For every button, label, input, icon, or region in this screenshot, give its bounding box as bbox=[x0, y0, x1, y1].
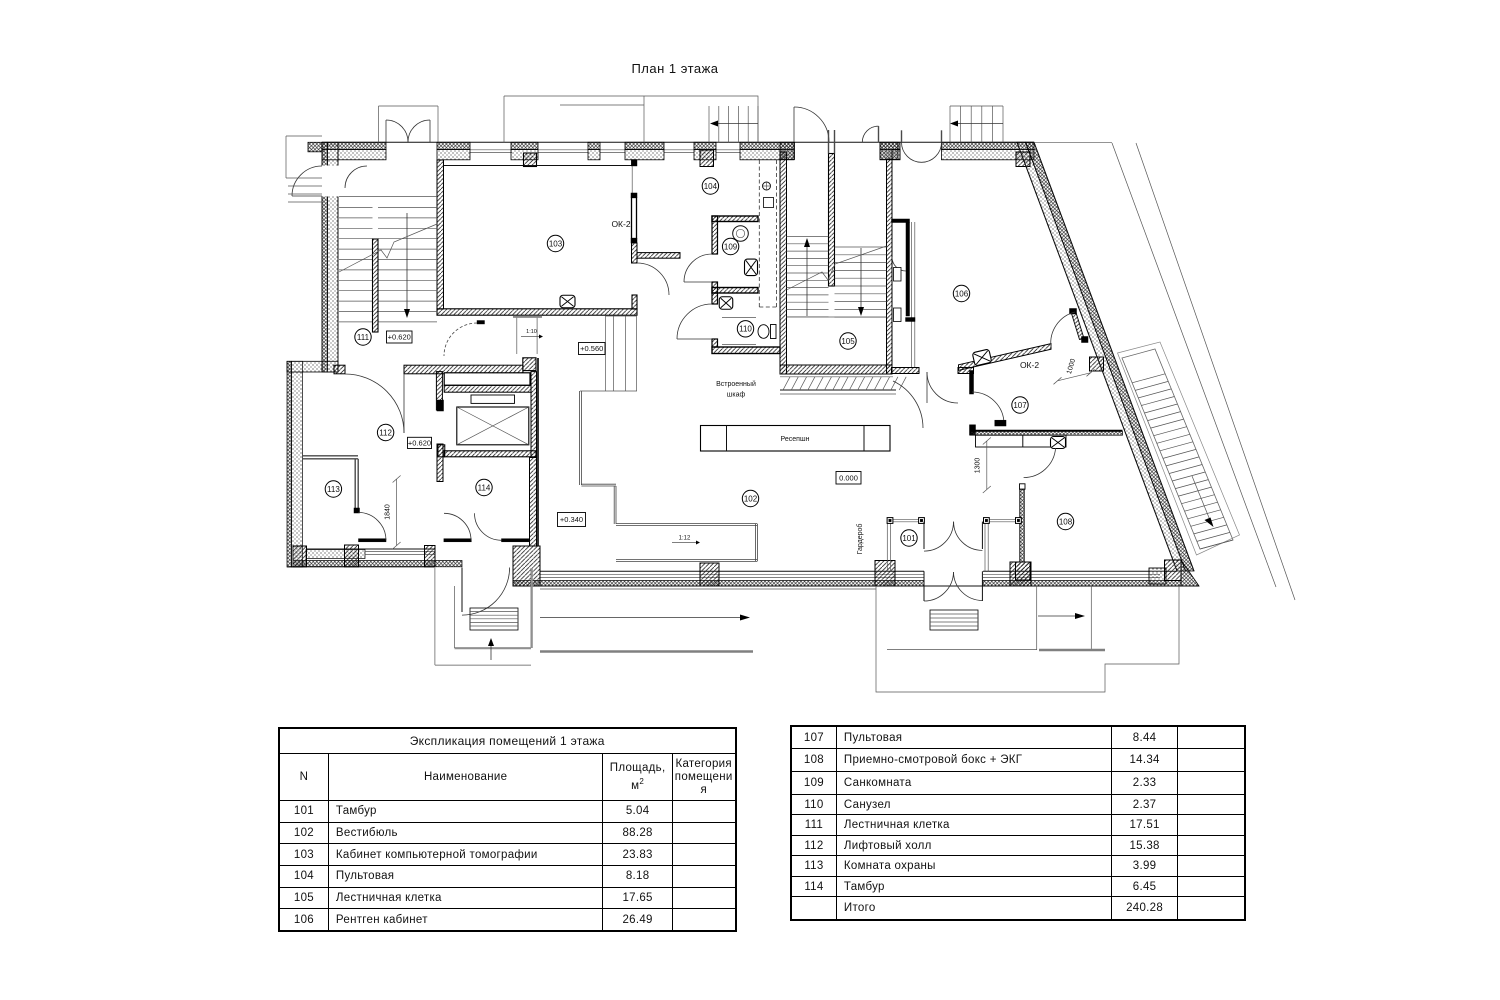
svg-text:+0.340: +0.340 bbox=[560, 515, 583, 524]
svg-text:1:12: 1:12 bbox=[679, 536, 691, 542]
svg-text:+0.620: +0.620 bbox=[408, 439, 431, 448]
svg-text:105: 105 bbox=[841, 337, 855, 346]
svg-text:114: 114 bbox=[478, 483, 491, 492]
svg-text:+0.620: +0.620 bbox=[388, 333, 411, 342]
svg-text:106: 106 bbox=[955, 289, 969, 298]
svg-text:Ресепшн: Ресепшн bbox=[781, 436, 810, 443]
svg-text:1:10: 1:10 bbox=[526, 329, 537, 335]
svg-text:113: 113 bbox=[327, 485, 340, 494]
svg-text:1000: 1000 bbox=[1066, 358, 1077, 375]
svg-text:ОК-2: ОК-2 bbox=[1020, 360, 1039, 370]
svg-text:Гардероб: Гардероб bbox=[856, 524, 864, 555]
svg-text:Встроенный: Встроенный bbox=[716, 380, 756, 388]
svg-text:111: 111 bbox=[357, 333, 370, 342]
svg-text:1840: 1840 bbox=[385, 504, 392, 520]
svg-text:0.000: 0.000 bbox=[839, 473, 858, 482]
svg-text:107: 107 bbox=[1013, 401, 1027, 410]
svg-text:101: 101 bbox=[902, 534, 916, 543]
svg-text:104: 104 bbox=[704, 182, 718, 191]
svg-text:110: 110 bbox=[739, 325, 752, 334]
svg-text:108: 108 bbox=[1059, 517, 1073, 526]
svg-text:109: 109 bbox=[724, 242, 738, 251]
svg-text:шкаф: шкаф bbox=[727, 392, 746, 399]
svg-text:+0.560: +0.560 bbox=[580, 344, 603, 353]
svg-text:102: 102 bbox=[744, 494, 758, 503]
svg-text:1300: 1300 bbox=[975, 458, 982, 474]
svg-text:ОК-2: ОК-2 bbox=[611, 219, 630, 229]
svg-text:103: 103 bbox=[549, 239, 563, 248]
svg-text:112: 112 bbox=[379, 428, 392, 437]
